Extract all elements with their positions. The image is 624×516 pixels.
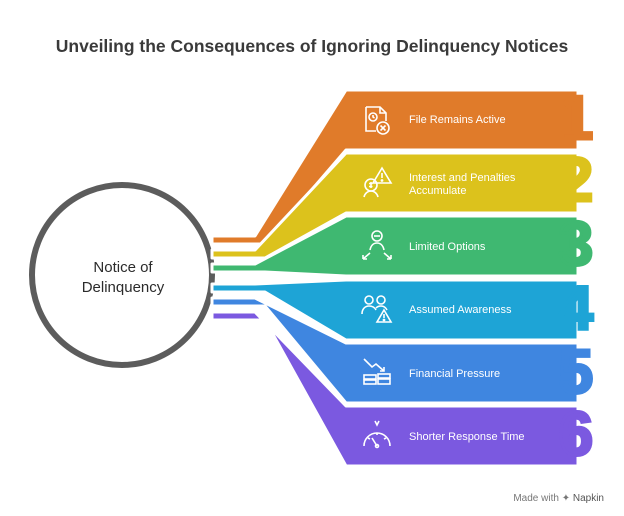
ribbon-2: [210, 151, 580, 260]
center-label: Notice of Delinquency: [58, 258, 188, 298]
speedometer-icon: [363, 420, 391, 449]
item-label-5: Financial Pressure: [409, 368, 501, 380]
footer-made-with: Made with: [513, 493, 559, 504]
item-label-3: Limited Options: [409, 241, 486, 253]
footer-credit: Made with ✦ Napkin: [513, 493, 604, 504]
item-label-4: Assumed Awareness: [409, 304, 512, 316]
item-number-1: 1: [557, 84, 594, 153]
napkin-logo-icon: ✦: [561, 493, 571, 504]
item-label-6: Shorter Response Time: [409, 431, 525, 443]
diagram-title: Unveiling the Consequences of Ignoring D…: [55, 36, 569, 56]
ribbon-3: [210, 214, 580, 278]
center-circle: [29, 182, 215, 368]
item-number-3: 3: [557, 210, 594, 279]
item-number-5: 5: [557, 338, 594, 407]
file-cancel-icon: [365, 106, 390, 135]
item-label-1: File Remains Active: [409, 114, 506, 126]
ribbon-4: [210, 278, 580, 342]
ribbon-5: [210, 296, 580, 405]
ribbon-1: [210, 88, 580, 246]
people-warning-icon: [361, 295, 393, 323]
warning-coin-icon: [363, 166, 393, 198]
ribbon-6: [210, 310, 580, 468]
item-label-2: Interest and Penalties Accumulate: [409, 172, 516, 197]
center-label-line2: Delinquency: [81, 279, 165, 296]
item-number-6: 6: [557, 400, 594, 469]
item-number-4: 4: [557, 274, 594, 343]
money-down-icon: [363, 358, 391, 385]
center-label-line1: Notice of: [93, 259, 153, 276]
item-number-2: 2: [557, 146, 594, 215]
person-arrows-icon: [362, 230, 392, 260]
footer-brand: Napkin: [572, 493, 604, 504]
